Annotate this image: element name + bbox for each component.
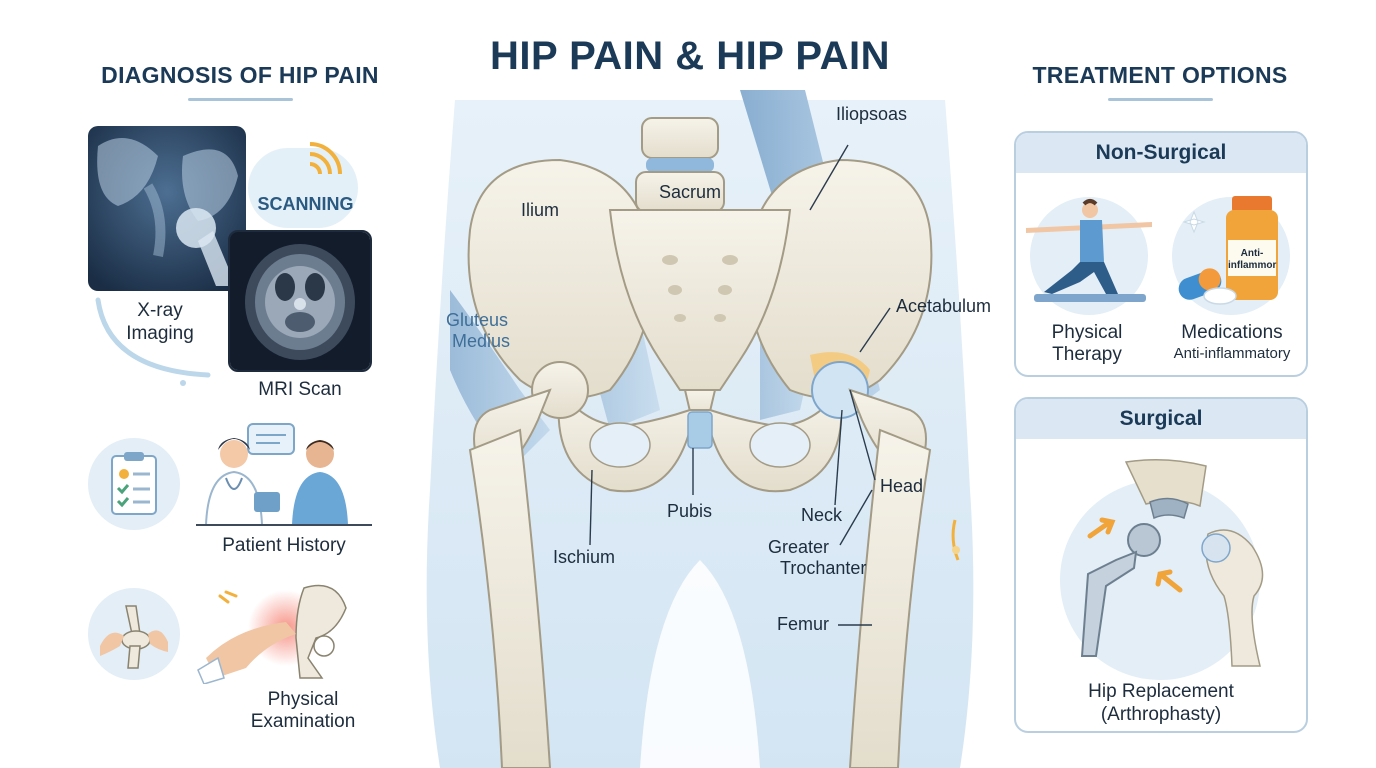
surgical-heading: Surgical bbox=[1016, 399, 1306, 439]
label-neck: Neck bbox=[801, 505, 843, 525]
hip-exam-illustration bbox=[197, 584, 347, 684]
label-gluteus-line2: Medius bbox=[452, 331, 511, 351]
diagnosis-heading: DIAGNOSIS OF HIP PAIN bbox=[101, 62, 379, 88]
label-greater-line1: Greater bbox=[768, 537, 830, 557]
exam-label-line2: Examination bbox=[250, 711, 356, 732]
bottle-label-line1: Anti- bbox=[1240, 248, 1264, 259]
signal-icon bbox=[309, 142, 342, 175]
treatment-underline bbox=[1108, 98, 1213, 101]
label-acetabulum: Acetabulum bbox=[896, 296, 992, 316]
hip-replacement-illustration bbox=[1080, 459, 1264, 667]
doctor-patient-illustration bbox=[196, 423, 372, 526]
history-label: Patient History bbox=[222, 535, 346, 556]
med-subtitle: Anti-inflammatory bbox=[1173, 345, 1291, 362]
medication-bottle-icon bbox=[1178, 196, 1278, 305]
decor-arc bbox=[95, 297, 211, 386]
hip-replacement-label-line1: Hip Replacement bbox=[1088, 681, 1234, 702]
med-title: Medications bbox=[1181, 322, 1283, 343]
clipboard-icon bbox=[111, 452, 157, 515]
non-surgical-heading: Non-Surgical bbox=[1016, 133, 1306, 173]
mri-graphic bbox=[230, 232, 370, 370]
pt-label-line2: Therapy bbox=[1052, 344, 1122, 365]
page-title: HIP PAIN & HIP PAIN bbox=[490, 34, 890, 78]
label-greater-line2: Trochanter bbox=[780, 558, 867, 578]
label-sacrum: Sacrum bbox=[659, 182, 722, 202]
xray-label-line2: Imaging bbox=[126, 323, 194, 344]
xray-graphic bbox=[88, 126, 246, 291]
mri-label: MRI Scan bbox=[258, 379, 342, 400]
scanning-label: SCANNING bbox=[257, 194, 354, 214]
yoga-pose-icon bbox=[1026, 199, 1152, 302]
mri-image bbox=[228, 230, 372, 372]
pelvis-anatomy-illustration bbox=[426, 90, 974, 768]
label-femur: Femur bbox=[777, 614, 830, 634]
pt-label-line1: Physical bbox=[1051, 322, 1123, 343]
label-iliopsoas: Iliopsoas bbox=[836, 104, 908, 124]
label-gluteus-line1: Gluteus bbox=[446, 310, 509, 330]
label-pubis: Pubis bbox=[667, 501, 713, 521]
hip-replacement-label-line2: (Arthrophasty) bbox=[1100, 704, 1222, 725]
knee-hands-icon bbox=[100, 605, 168, 669]
xray-label-line1: X-ray bbox=[137, 300, 183, 321]
exam-label-line1: Physical bbox=[267, 689, 339, 710]
diagnosis-underline bbox=[188, 98, 293, 101]
bottle-label-line2: inflammor bbox=[1228, 260, 1277, 271]
scanning-glow bbox=[248, 148, 358, 228]
label-ilium: Ilium bbox=[521, 200, 560, 220]
xray-image bbox=[88, 126, 246, 291]
label-ischium: Ischium bbox=[553, 547, 616, 567]
label-head: Head bbox=[880, 476, 924, 496]
treatment-heading: TREATMENT OPTIONS bbox=[1032, 62, 1288, 88]
